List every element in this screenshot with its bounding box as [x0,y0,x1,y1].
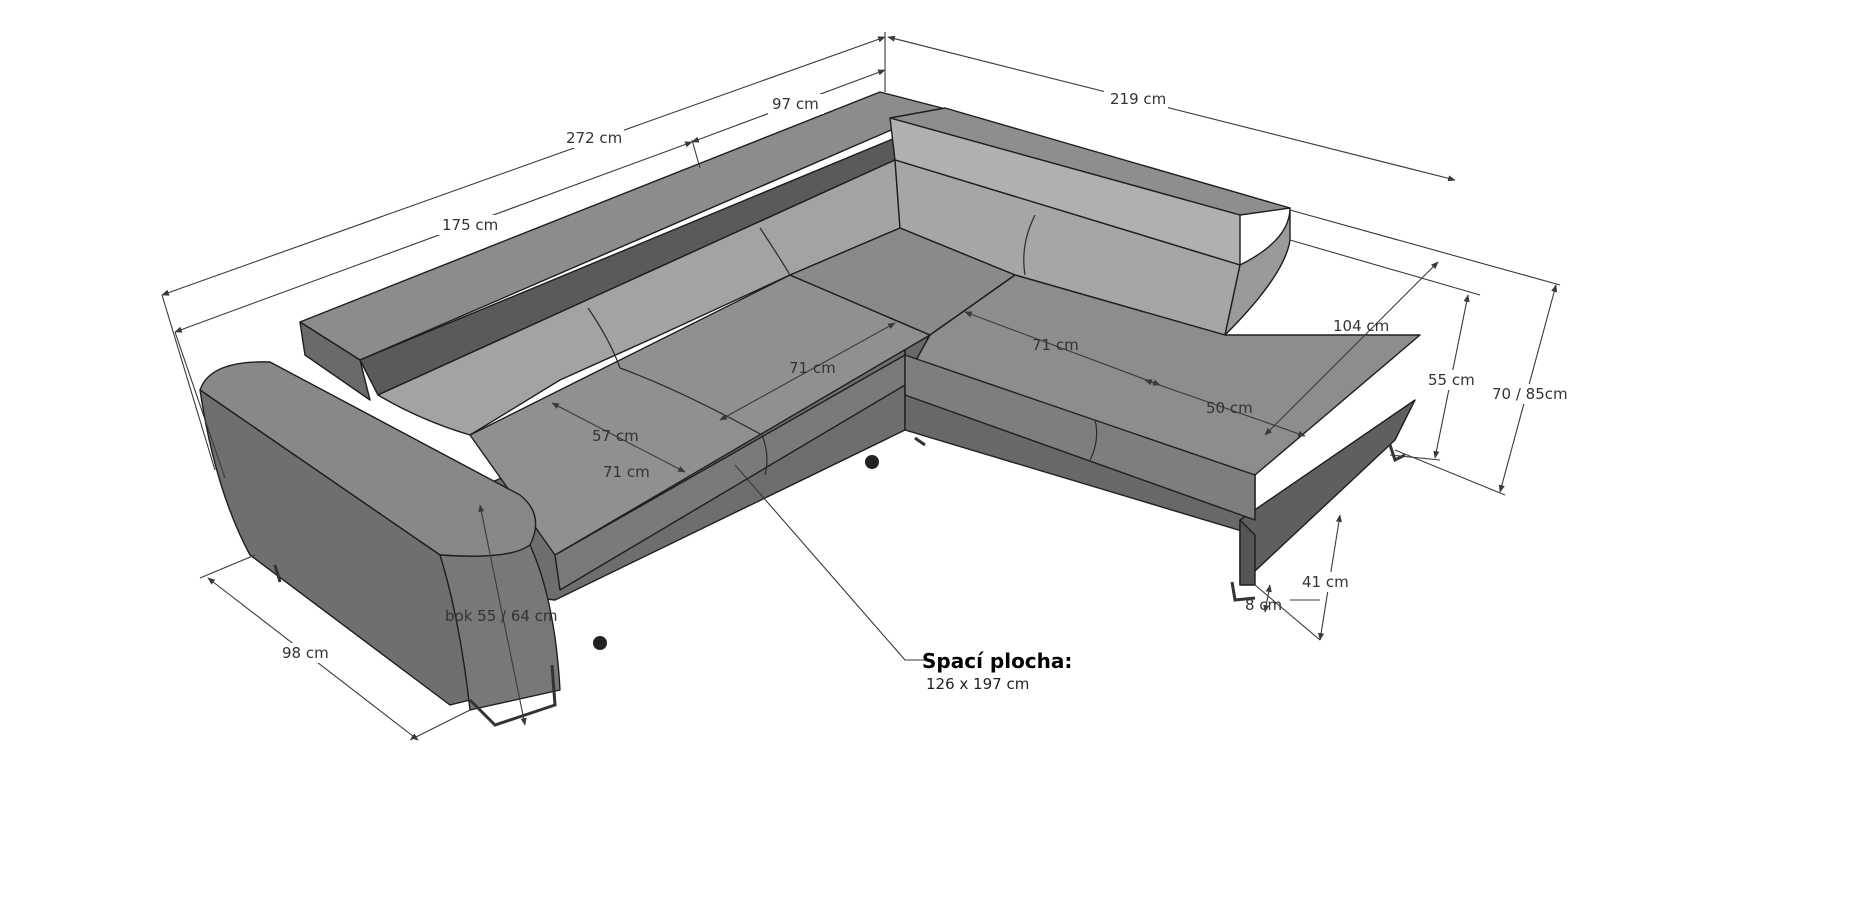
leg-corner [914,436,926,447]
label-bg-175 [436,215,500,235]
right-back-seam-1 [1023,214,1036,276]
ext-left-1 [161,294,216,471]
label-50: 50 cm [1206,399,1253,417]
label-97: 97 cm [772,95,819,113]
label-bg-98 [278,643,328,663]
dim-line-bok [478,504,527,726]
label-71-front: 71 cm [603,463,650,481]
ext-right-low2 [1389,454,1441,461]
dimension-labels: 272 cm 175 cm 97 cm 219 cm 104 cm 55 cm … [278,89,1568,663]
label-104: 104 cm [1333,317,1389,335]
label-bg-97 [768,94,824,114]
dim-line-175 [174,141,693,333]
label-272: 272 cm [566,129,622,147]
sleeping-area-title: Spací plocha: [922,649,1072,673]
ext-mid [691,139,701,169]
sleeping-area-leader [734,464,925,661]
label-98: 98 cm [282,644,329,662]
dim-line-8 [1263,584,1272,613]
ext-right-mid [1289,239,1481,296]
dim-line-50 [1144,379,1306,437]
ext-right-top [1289,209,1561,286]
label-bg-70-85 [1488,384,1564,404]
label-219: 219 cm [1110,90,1166,108]
label-71-back: 71 cm [789,359,836,377]
label-bg-219 [1104,89,1168,109]
sleeping-area-callout: Spací plocha: 126 x 197 cm [922,649,1072,693]
right-seat-front [904,354,1256,521]
dim-line-219 [887,35,1456,182]
right-seat-seam-1 [1089,419,1098,461]
leg-chaise [1388,444,1406,463]
dim-line-57 [551,402,686,473]
label-41: 41 cm [1302,573,1349,591]
wheel-left [593,636,607,650]
ext-depth-2 [409,709,471,741]
label-bg-41 [1300,572,1348,592]
ext-depth-1 [199,554,256,579]
label-71-right: 71 cm [1032,336,1079,354]
leg-right-front [1230,581,1256,602]
label-bg-55 [1425,370,1479,390]
dim-line-71-right [964,311,1161,386]
wheel-center [865,455,879,469]
label-bg-272 [560,128,624,148]
left-seat-seam-1 [619,367,763,436]
label-55: 55 cm [1428,371,1475,389]
label-57: 57 cm [592,427,639,445]
left-backrest-front [299,321,371,401]
label-8: 8 cm [1245,596,1282,614]
sleeping-area-size: 126 x 197 cm [926,675,1029,693]
ext-left-2 [174,331,226,479]
left-front-seam [761,434,768,476]
dim-line-71-back [719,322,896,421]
label-70-85: 70 / 85cm [1492,385,1568,403]
label-bok: bok 55 / 64 cm [445,607,558,625]
label-175: 175 cm [442,216,498,234]
